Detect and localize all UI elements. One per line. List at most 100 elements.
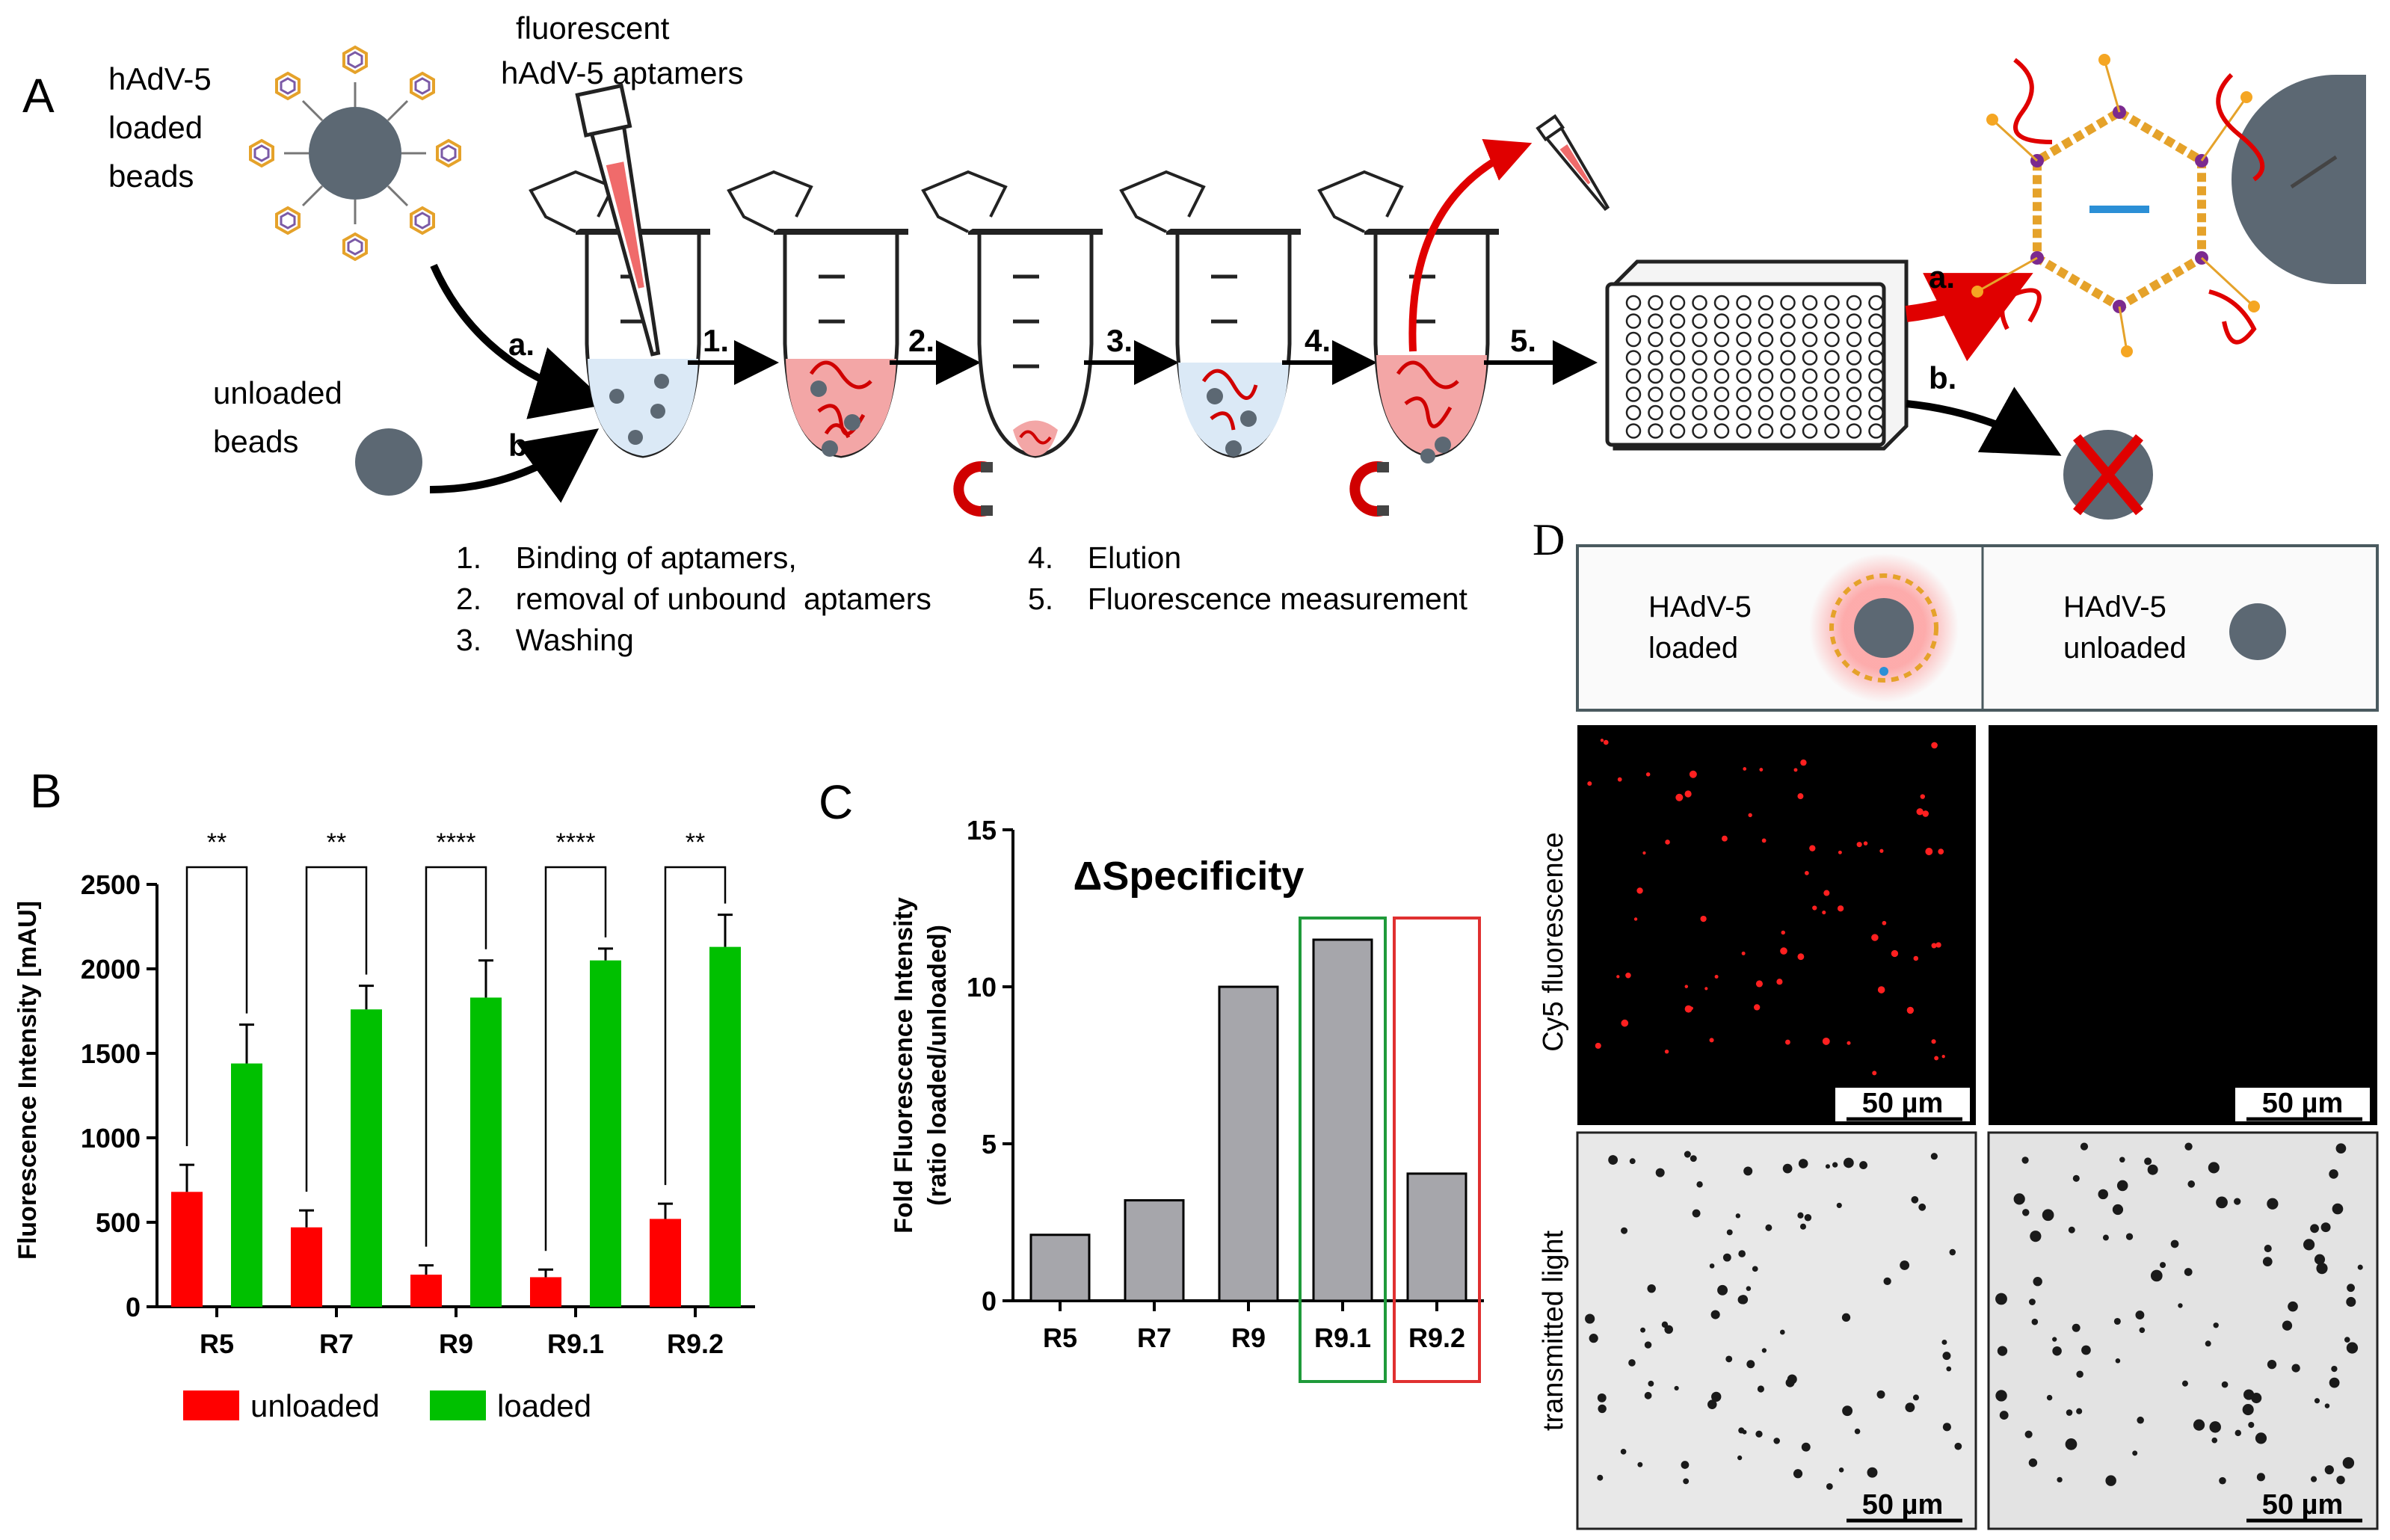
path-b-label: b.: [508, 428, 536, 463]
x-tick-label: R9.2: [1408, 1322, 1465, 1353]
bead-dot: [1690, 1155, 1697, 1162]
signal-dot: [1603, 739, 1609, 745]
x-tick-label: R7: [1137, 1322, 1171, 1353]
signal-dot: [1616, 975, 1620, 979]
significance-label: ****: [437, 828, 476, 857]
bead-dot: [1717, 1284, 1728, 1296]
signal-dot: [1934, 1056, 1939, 1061]
bead-dot: [2029, 1299, 2036, 1305]
bead-dot: [2076, 1370, 2083, 1378]
col2-header: HAdV-5 unloaded: [2063, 591, 2187, 665]
bead-dot: [1589, 1334, 1598, 1343]
chart-c-title: ΔSpecificity: [1074, 854, 1305, 899]
bead-dot: [2115, 1358, 2121, 1364]
brightfield-bead-dots: [1585, 1142, 2363, 1490]
bar: [1029, 1233, 1091, 1302]
plate-well: [1625, 350, 1642, 366]
y-tick-label: 0: [982, 1286, 997, 1316]
plate-well: [1868, 423, 1884, 439]
bar-unloaded: [171, 1192, 203, 1307]
bead-dot: [1707, 1399, 1717, 1409]
outcome-b-arrow: [1906, 386, 2062, 456]
bead-dot: [1597, 1393, 1607, 1402]
bead-dot: [1681, 1461, 1690, 1469]
bar: [1124, 1199, 1185, 1302]
bar: [1218, 985, 1279, 1302]
bead-dot: [2081, 1345, 2091, 1355]
x-tick-label: R5: [200, 1328, 234, 1359]
signal-dot: [1872, 1071, 1877, 1076]
panel-a-label: A: [22, 69, 55, 123]
signal-dot: [1759, 768, 1764, 771]
bead-dot: [1585, 1313, 1595, 1324]
scale-bar-label: 50 µm: [1862, 1489, 1944, 1521]
signal-dot: [1755, 980, 1763, 988]
significance-label: **: [327, 828, 346, 857]
bead-dot: [1692, 1209, 1701, 1218]
magnet-icon: [958, 466, 993, 511]
plate-well: [1802, 386, 1818, 402]
signal-dot: [1931, 742, 1938, 749]
bead-dot: [2324, 1403, 2330, 1408]
bead-dot: [1629, 1158, 1636, 1165]
signal-dot: [1741, 951, 1746, 955]
bead-dot: [2057, 1476, 2063, 1483]
plate-well: [1824, 423, 1840, 439]
bead-dot: [1735, 1213, 1741, 1219]
bead-dot: [2028, 1458, 2038, 1467]
bead-dot: [2329, 1169, 2338, 1179]
bar-unloaded: [410, 1275, 442, 1307]
steps-legend-right: 4. Elution 5. Fluorescence measurement: [1028, 540, 1468, 616]
signal-dot: [1906, 1006, 1915, 1014]
bead-dot: [2022, 1209, 2030, 1216]
signal-dot: [1675, 793, 1684, 801]
bead-dot: [1930, 1153, 1938, 1160]
plate-well: [1846, 404, 1862, 421]
bead-dot: [2137, 1416, 2144, 1424]
signal-dot: [1595, 1042, 1601, 1049]
y-tick-label: 5: [982, 1129, 997, 1159]
bead-dot: [1722, 1253, 1731, 1262]
plate-well: [1802, 423, 1818, 439]
plate-well: [1736, 423, 1752, 439]
bead-dot: [1918, 1203, 1927, 1211]
panel-d: D HAdV-5 loaded HAdV-5 unloaded Cy5 fluo…: [1533, 515, 2379, 1530]
signal-dot: [1748, 813, 1752, 818]
bead-dot: [2184, 1268, 2193, 1276]
signal-dot: [1913, 955, 1919, 961]
bead-dot: [1620, 1449, 1627, 1455]
plate-well: [1780, 386, 1796, 402]
plate-well: [1868, 368, 1884, 384]
bead-dot: [1801, 1442, 1811, 1452]
x-tick-label: R7: [319, 1328, 354, 1359]
bead-dot: [1942, 1423, 1951, 1432]
bead-dot: [1825, 1164, 1830, 1169]
step-label-3: 3.: [1106, 323, 1133, 358]
steps-legend-line: 2. removal of unbound aptamers: [456, 582, 931, 616]
signal-dot: [1916, 808, 1924, 816]
scale-bar-label: 50 µm: [2262, 1088, 2344, 1119]
plate-well: [1692, 295, 1707, 311]
bead-dot: [2235, 1429, 2242, 1437]
plate-well: [1692, 350, 1707, 366]
tube-binding: [729, 172, 908, 457]
significance-bracket: [664, 866, 727, 1186]
plate-well: [1824, 313, 1840, 329]
bead-dot: [1804, 1214, 1812, 1222]
plate-well: [1736, 368, 1752, 384]
signal-dot: [1812, 905, 1817, 911]
plate-well: [1692, 404, 1707, 421]
panel-b: B Fluorescence Intensity [mAU] 050010001…: [13, 764, 755, 1423]
plate-well: [1713, 404, 1730, 421]
plate-well: [1846, 313, 1862, 329]
plate-well: [1802, 404, 1818, 421]
plate-well: [1780, 368, 1796, 384]
legend-label-unloaded: unloaded: [250, 1388, 380, 1423]
bead-dot: [2024, 1430, 2033, 1438]
plate-well: [1648, 331, 1663, 348]
bead-dot: [1946, 1366, 1952, 1372]
bead-dot: [1742, 1429, 1747, 1435]
bead-dot: [1684, 1151, 1691, 1158]
signal-dot: [1743, 767, 1747, 771]
